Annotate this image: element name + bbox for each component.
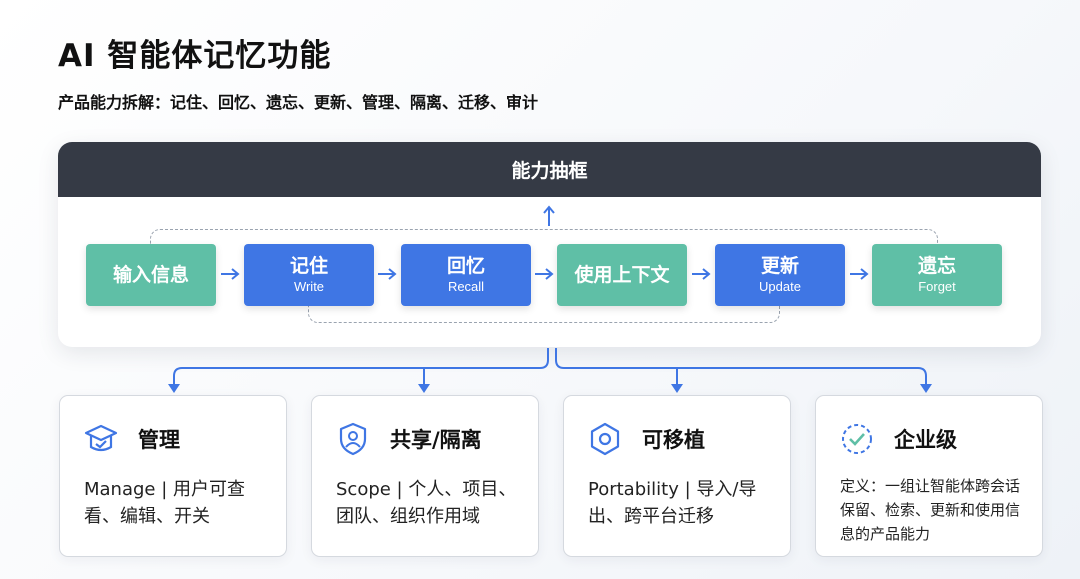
card-description: Manage | 用户可查看、编辑、开关 bbox=[84, 479, 246, 527]
arrow-right-icon bbox=[850, 268, 869, 280]
card-title: 企业级 bbox=[894, 428, 957, 452]
hexagon-gear-icon bbox=[588, 422, 622, 456]
step-sublabel: Write bbox=[293, 279, 325, 294]
step-label: 遗忘 bbox=[917, 255, 956, 277]
card-description: Portability | 导入/导出、跨平台迁移 bbox=[588, 479, 757, 527]
step-label: 输入信息 bbox=[112, 263, 189, 286]
step-label: 更新 bbox=[760, 255, 799, 277]
step-input-info: 输入信息 bbox=[86, 244, 216, 306]
step-label: 使用上下文 bbox=[574, 263, 670, 286]
card-description: 定义：一组让智能体跨会话保留、检索、更新和使用信息的产品能力 bbox=[840, 477, 1021, 543]
step-sublabel: Recall bbox=[447, 279, 485, 294]
shield-person-icon bbox=[336, 422, 370, 456]
framework-header: 能力抽框 bbox=[58, 142, 1041, 197]
card-title: 共享/隔离 bbox=[390, 428, 482, 452]
check-circle-icon bbox=[840, 422, 874, 456]
arrow-right-icon bbox=[221, 268, 240, 280]
step-write: 记住 Write bbox=[244, 244, 374, 306]
step-use-context: 使用上下文 bbox=[557, 244, 687, 306]
step-label: 记住 bbox=[289, 255, 328, 277]
card-title: 可移植 bbox=[642, 428, 705, 452]
step-sublabel: Forget bbox=[918, 279, 956, 294]
card-manage: 管理 Manage | 用户可查看、编辑、开关 bbox=[59, 395, 287, 557]
graduation-cap-check-icon bbox=[84, 422, 118, 456]
arrow-right-icon bbox=[692, 268, 711, 280]
step-forget: 遗忘 Forget bbox=[872, 244, 1002, 306]
page-subtitle: 产品能力拆解：记住、回忆、遗忘、更新、管理、隔离、迁移、审计 bbox=[58, 93, 539, 112]
step-recall: 回忆 Recall bbox=[401, 244, 531, 306]
step-sublabel: Update bbox=[759, 279, 801, 294]
step-label: 回忆 bbox=[446, 255, 485, 277]
card-enterprise: 企业级 定义：一组让智能体跨会话保留、检索、更新和使用信息的产品能力 bbox=[815, 395, 1043, 557]
feedback-loop-bottom bbox=[308, 302, 780, 323]
card-scope: 共享/隔离 Scope | 个人、项目、团队、组织作用域 bbox=[311, 395, 539, 557]
card-portability: 可移植 Portability | 导入/导出、跨平台迁移 bbox=[563, 395, 791, 557]
step-update: 更新 Update bbox=[715, 244, 845, 306]
page-title: AI 智能体记忆功能 bbox=[58, 38, 332, 74]
feedback-loop-top bbox=[150, 229, 938, 250]
card-description: Scope | 个人、项目、团队、组织作用域 bbox=[336, 479, 517, 527]
arrow-right-icon bbox=[378, 268, 397, 280]
arrow-right-icon bbox=[535, 268, 554, 280]
card-title: 管理 bbox=[138, 428, 180, 452]
capability-framework-panel: 能力抽框 输入信息 记住 Write 回忆 Recall 使用上下文 更新 Up… bbox=[58, 142, 1041, 347]
up-arrow-icon bbox=[543, 205, 555, 226]
